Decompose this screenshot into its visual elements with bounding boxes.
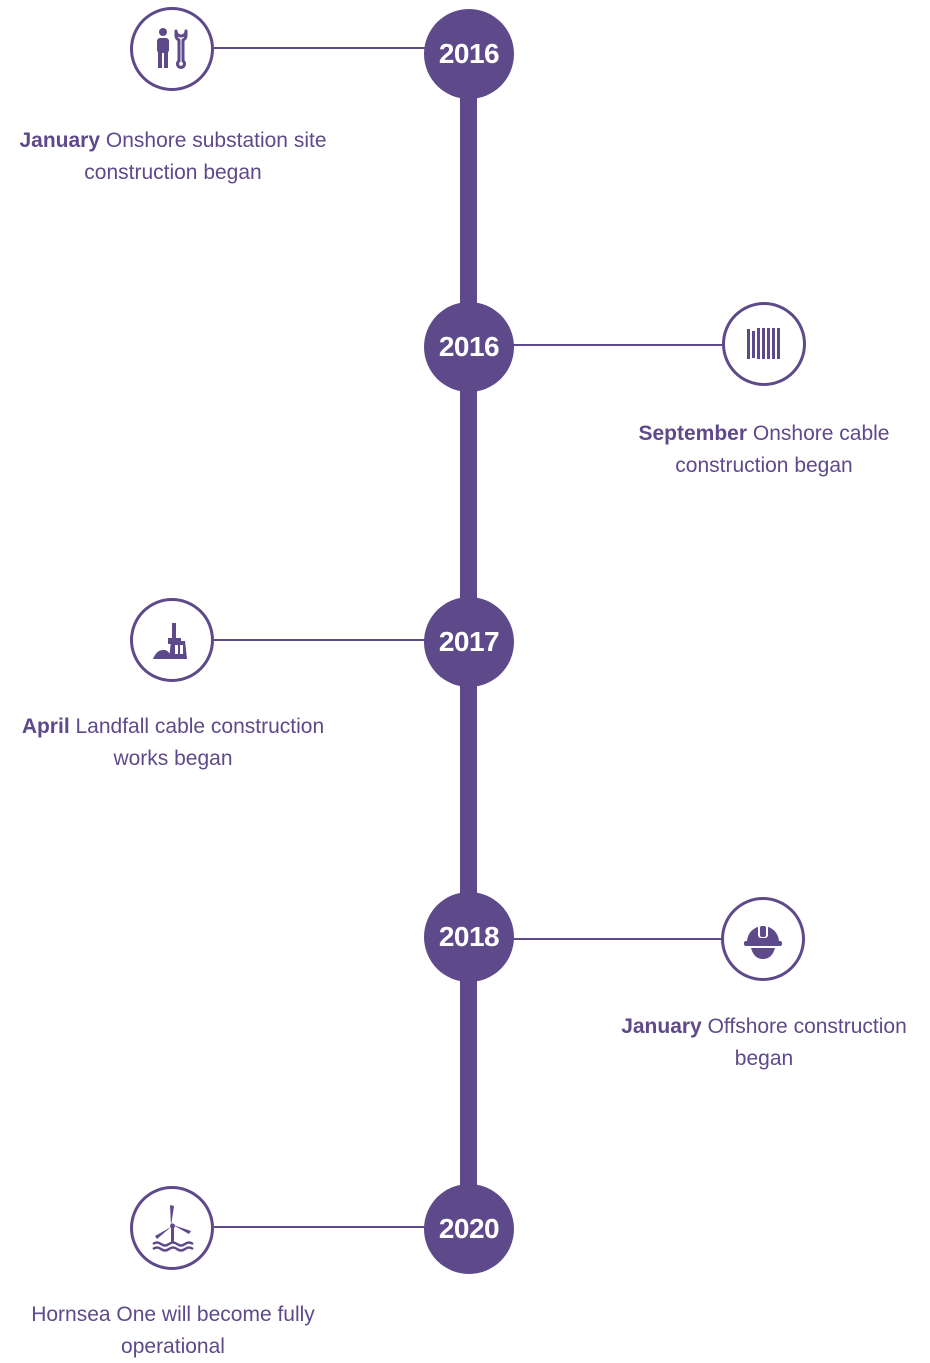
event-caption: April Landfall cable construction works … xyxy=(13,711,333,775)
event-text: Landfall cable construction works began xyxy=(75,715,325,770)
event-caption: September Onshore cable construction beg… xyxy=(604,418,924,482)
year-marker: 2016 xyxy=(424,302,514,392)
year-marker: 2017 xyxy=(424,597,514,687)
event-month: January xyxy=(621,1015,702,1038)
event-month: September xyxy=(638,422,748,445)
event-text: Offshore construction began xyxy=(707,1015,907,1070)
connector-line xyxy=(214,639,439,641)
connector-line xyxy=(498,938,723,940)
event-text: Hornsea One will become fully operationa… xyxy=(31,1303,315,1358)
offshore-wind-turbine-icon xyxy=(145,1201,199,1255)
hard-hat-icon xyxy=(736,912,790,966)
event-caption: January Offshore construction began xyxy=(604,1011,924,1075)
event-icon-ring xyxy=(130,598,214,682)
year-label: 2016 xyxy=(438,38,500,69)
event-icon-ring xyxy=(721,897,805,981)
event-icon-ring xyxy=(130,7,214,91)
year-label: 2016 xyxy=(438,331,500,362)
year-label: 2017 xyxy=(438,626,500,657)
worker-wrench-icon xyxy=(145,22,199,76)
cable-drum-icon xyxy=(737,317,791,371)
year-marker: 2018 xyxy=(424,892,514,982)
event-text: Onshore cable construction began xyxy=(675,422,890,477)
event-icon-ring xyxy=(130,1186,214,1270)
year-marker: 2016 xyxy=(424,9,514,99)
event-text: Onshore substation site construction beg… xyxy=(84,129,327,184)
event-caption: Hornsea One will become fully operationa… xyxy=(13,1299,333,1363)
year-label: 2018 xyxy=(438,921,500,952)
connector-line xyxy=(214,1226,439,1228)
connector-line xyxy=(498,344,723,346)
year-marker: 2020 xyxy=(424,1184,514,1274)
event-month: January xyxy=(19,129,101,152)
year-label: 2020 xyxy=(438,1213,500,1244)
sand-bucket-spade-icon xyxy=(145,613,199,667)
event-month: April xyxy=(21,715,70,738)
connector-line xyxy=(214,47,439,49)
event-caption: January Onshore substation site construc… xyxy=(13,125,333,189)
event-icon-ring xyxy=(722,302,806,386)
